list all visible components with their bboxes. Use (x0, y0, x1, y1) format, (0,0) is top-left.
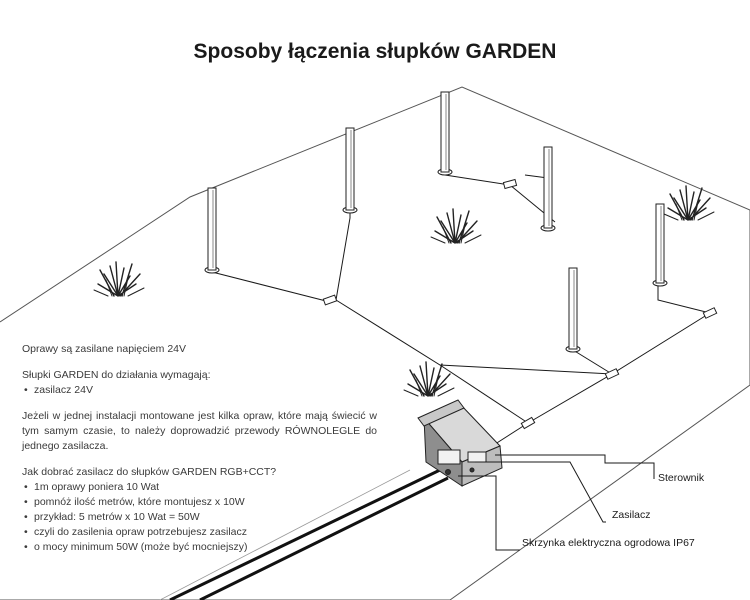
garden-post (540, 146, 556, 232)
list-item: przykład: 5 metrów x 10 Wat = 50W (22, 510, 377, 525)
callout-power-supply: Zasilacz (612, 509, 651, 521)
list-item: o mocy minimum 50W (może być mocniejszy) (22, 540, 377, 555)
junction-box (417, 399, 503, 487)
requirements-list: zasilacz 24V (22, 383, 377, 398)
cable-connector (604, 368, 620, 380)
list-item: zasilacz 24V (22, 383, 377, 398)
ground-plane (0, 86, 750, 600)
cable-connector (520, 416, 536, 430)
cable-connector (322, 294, 338, 306)
list-item: pomnóż ilość metrów, które montujesz x 1… (22, 495, 377, 510)
callout-controller: Sterownik (658, 472, 705, 484)
parallel-note: Jeżeli w jednej instalacji montowane jes… (22, 410, 377, 452)
list-item: 1m oprawy poniera 10 Wat (22, 480, 377, 495)
garden-post (342, 127, 358, 214)
cable-connector (702, 307, 718, 319)
requirements-heading: Słupki GARDEN do działania wymagają: (22, 369, 211, 381)
info-panel: Oprawy są zasilane napięciem 24V Słupki … (22, 342, 377, 555)
garden-post (204, 187, 220, 274)
voltage-note: Oprawy są zasilane napięciem 24V (22, 343, 187, 355)
list-item: czyli do zasilenia opraw potrzebujesz za… (22, 525, 377, 540)
garden-post (565, 267, 581, 353)
cable-connector (502, 178, 518, 190)
garden-post (437, 91, 453, 176)
callout-junction-box: Skrzynka elektryczna ogrodowa IP67 (522, 537, 695, 549)
sizing-heading: Jak dobrać zasilacz do słupków GARDEN RG… (22, 466, 277, 478)
sizing-steps-list: 1m oprawy poniera 10 Wat pomnóż ilość me… (22, 480, 377, 555)
garden-post (652, 203, 668, 287)
callout-leaders (458, 454, 655, 551)
page-title: Sposoby łączenia słupków GARDEN (193, 40, 557, 63)
